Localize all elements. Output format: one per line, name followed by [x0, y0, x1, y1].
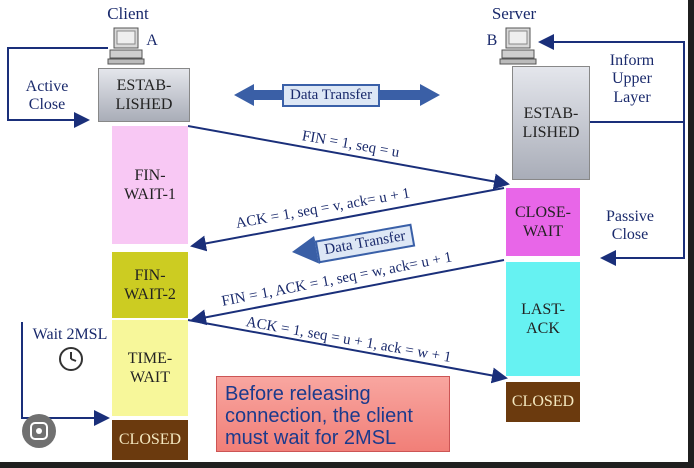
inform-upper-layer-label: Inform Upper Layer	[609, 52, 655, 106]
data-transfer-top: Data Transfer	[282, 84, 381, 107]
server-computer-icon	[499, 27, 537, 65]
inform-upper-arrow	[538, 34, 685, 123]
server-state-close-wait: CLOSE-WAIT	[506, 188, 580, 256]
client-title: Client	[107, 4, 149, 23]
client-state-fin-wait-1: FIN-WAIT-1	[112, 126, 188, 244]
server-title: Server	[491, 4, 537, 23]
wait-2msl-label: Wait 2MSL	[32, 326, 108, 343]
client-state-closed: CLOSED	[112, 420, 188, 460]
client-state-established: ESTAB-LISHED	[98, 68, 190, 122]
passive-close-arrow	[600, 122, 685, 266]
final-ack-arrow	[187, 319, 508, 384]
fin-ack-arrow	[190, 259, 505, 326]
client-state-time-wait: TIME-WAIT	[112, 320, 188, 416]
note-box: Before releasing connection, the client …	[216, 376, 450, 452]
server-state-last-ack: LAST-ACK	[506, 262, 580, 376]
visual-search-button[interactable]	[22, 414, 56, 448]
client-computer-icon	[107, 27, 145, 65]
client-tag: A	[146, 32, 158, 49]
ack-arrow	[190, 187, 505, 252]
active-close-label: Active Close	[25, 78, 69, 114]
passive-close-label: Passive Close	[606, 208, 654, 244]
server-state-established: ESTAB-LISHED	[512, 66, 590, 180]
wait-2msl-arrow	[21, 322, 110, 426]
active-close-arrow	[7, 47, 108, 128]
lens-icon	[30, 422, 48, 440]
fin-arrow	[187, 125, 510, 190]
server-tag: B	[486, 32, 498, 49]
client-state-fin-wait-2: FIN-WAIT-2	[112, 252, 188, 318]
clock-icon	[59, 347, 83, 371]
server-state-closed: CLOSED	[506, 382, 580, 422]
